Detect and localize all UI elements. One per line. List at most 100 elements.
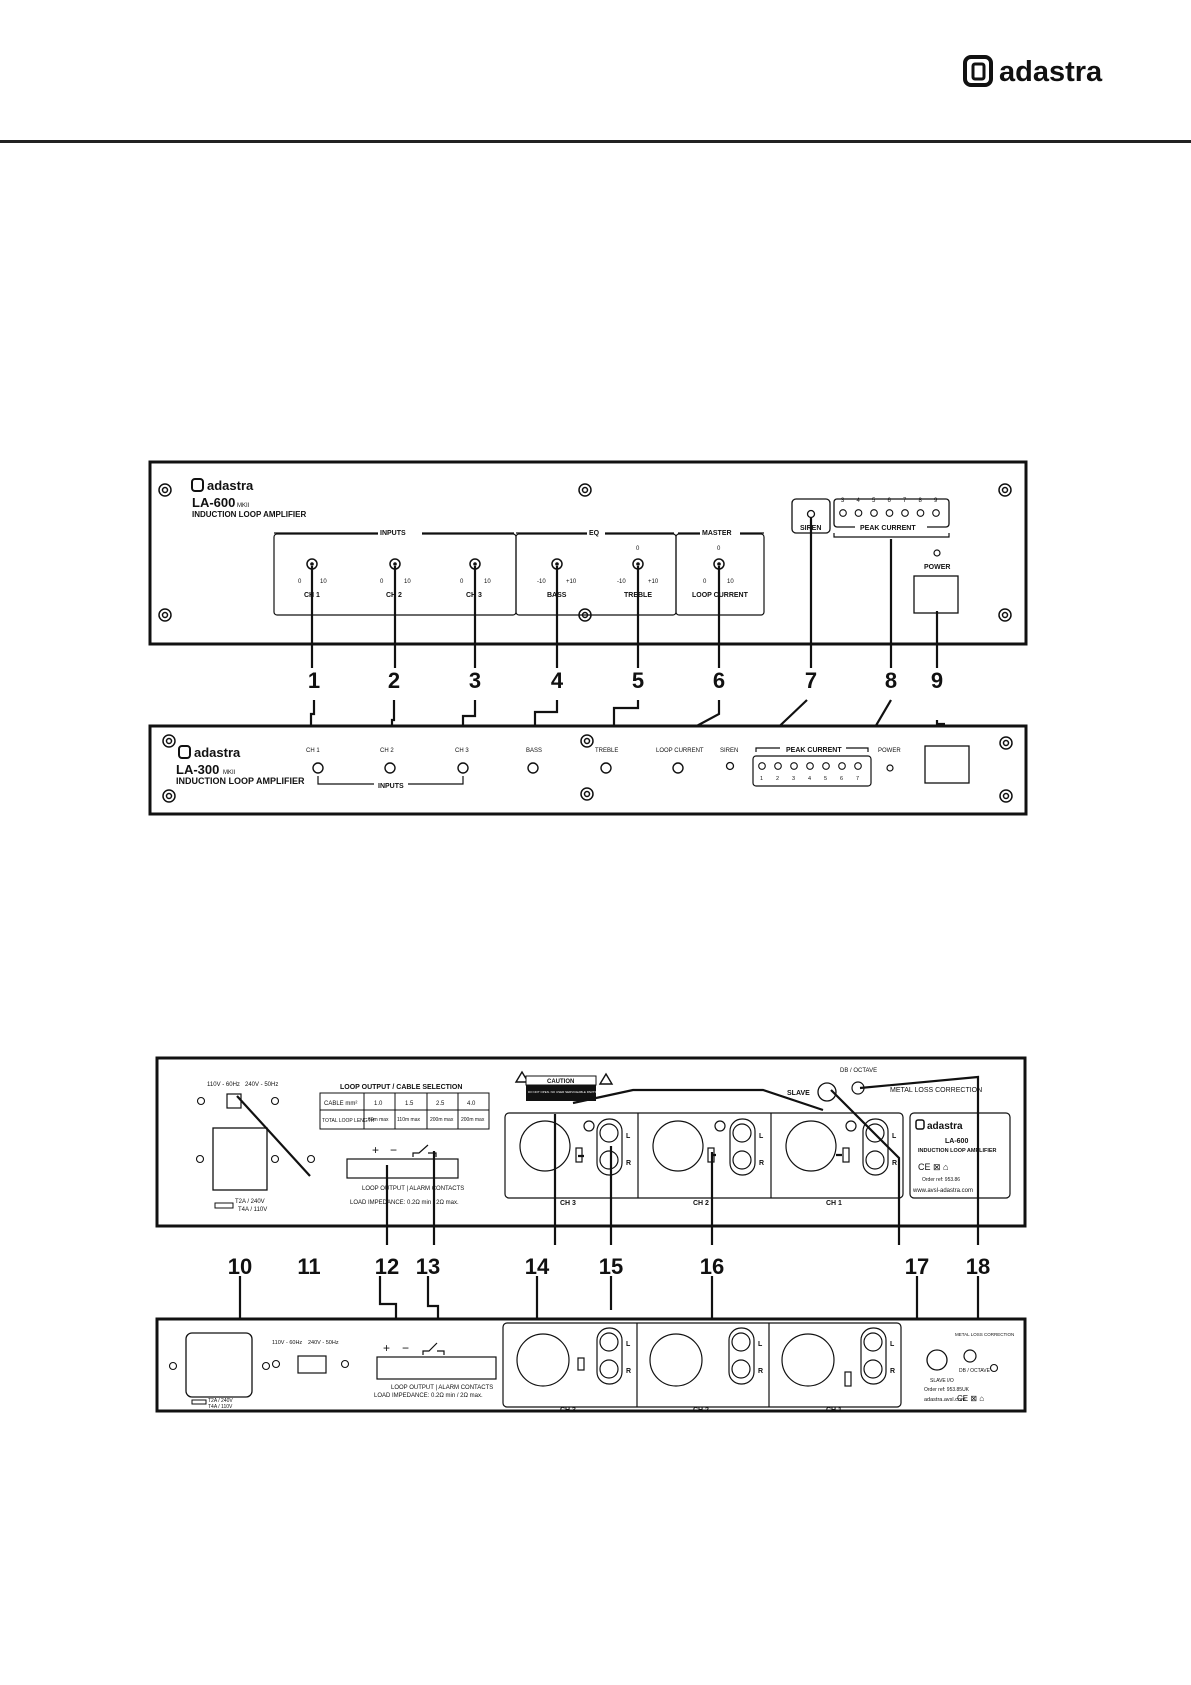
svg-text:www.avsl-adastra.com: www.avsl-adastra.com xyxy=(912,1188,973,1194)
callout-number: 10 xyxy=(228,1254,252,1279)
svg-text:10: 10 xyxy=(727,579,734,585)
svg-text:LOOP CURRENT: LOOP CURRENT xyxy=(656,748,704,754)
peak-current-label: PEAK CURRENT xyxy=(786,747,842,754)
svg-text:0: 0 xyxy=(636,546,640,552)
peak-scale-label: 9 xyxy=(934,498,938,504)
brand-name: adastra xyxy=(999,56,1103,88)
callout-number: 2 xyxy=(388,668,400,693)
svg-text:10: 10 xyxy=(320,579,327,585)
header-rule xyxy=(0,140,1191,143)
svg-text:110V - 60Hz: 110V - 60Hz xyxy=(207,1082,240,1088)
svg-text:L: L xyxy=(890,1341,895,1348)
voltage-selector[interactable] xyxy=(297,1355,327,1374)
svg-text:0: 0 xyxy=(717,546,721,552)
svg-text:SLAVE: SLAVE xyxy=(787,1090,810,1097)
slave-socket[interactable] xyxy=(926,1349,948,1371)
svg-text:LOAD IMPEDANCE: 0.2Ω min / 2Ω: LOAD IMPEDANCE: 0.2Ω min / 2Ω max. xyxy=(350,1200,459,1206)
svg-text:1.0: 1.0 xyxy=(374,1101,383,1107)
svg-text:LOOP OUTPUT | ALARM CONTACTS: LOOP OUTPUT | ALARM CONTACTS xyxy=(391,1385,493,1391)
rack-screw-icon xyxy=(195,1096,316,1164)
peak-led xyxy=(870,509,878,517)
peak-current-label: PEAK CURRENT xyxy=(860,525,916,532)
svg-text:2.5: 2.5 xyxy=(436,1101,445,1107)
brand-mark-icon xyxy=(963,55,993,87)
callout-number: 12 xyxy=(375,1254,399,1279)
svg-text:R: R xyxy=(759,1160,764,1167)
svg-text:DB / OCTAVE: DB / OCTAVE xyxy=(840,1068,877,1074)
svg-text:INDUCTION LOOP AMPLIFIER: INDUCTION LOOP AMPLIFIER xyxy=(918,1148,997,1154)
peak-scale-label: 6 xyxy=(888,498,892,504)
peak-scale-label: 7 xyxy=(856,776,859,782)
loop-output-terminals[interactable] xyxy=(346,1158,459,1179)
svg-text:LA-600: LA-600 xyxy=(945,1138,968,1145)
metal-loss-rotary[interactable] xyxy=(963,1349,977,1363)
siren-button[interactable] xyxy=(725,761,735,771)
callout-number: 11 xyxy=(297,1254,320,1279)
svg-text:CABLE mm²: CABLE mm² xyxy=(324,1101,357,1107)
certification-marks: CE ⊠ ⌂ xyxy=(957,1394,984,1403)
callout-number: 4 xyxy=(551,668,564,693)
brand-mark-icon xyxy=(915,1119,925,1130)
power-led xyxy=(886,764,894,772)
peak-scale-label: 2 xyxy=(776,776,779,782)
peak-scale-label: 3 xyxy=(792,776,795,782)
peak-scale-label: 8 xyxy=(919,498,923,504)
svg-text:T4A / 110V: T4A / 110V xyxy=(208,1404,233,1410)
la600-front-panel: adastra LA-600 MKII INDUCTION LOOP AMPLI… xyxy=(148,460,1028,646)
callout-number: 16 xyxy=(700,1254,724,1279)
peak-scale-label: 7 xyxy=(903,498,907,504)
rack-screw-icon xyxy=(162,734,1013,803)
svg-text:10: 10 xyxy=(404,579,411,585)
section-master: MASTER xyxy=(702,530,732,537)
peak-scale-label: 4 xyxy=(808,776,811,782)
peak-scale-label: 4 xyxy=(857,498,861,504)
warning-triangle-icon xyxy=(514,1070,530,1083)
brand-mark-icon xyxy=(178,745,191,759)
power-inlet[interactable] xyxy=(212,1127,268,1191)
svg-text:CH 1: CH 1 xyxy=(826,1407,842,1414)
svg-text:CH 2: CH 2 xyxy=(693,1407,709,1414)
peak-led xyxy=(839,509,847,517)
svg-text:−: − xyxy=(390,1143,397,1157)
svg-text:CH 1: CH 1 xyxy=(306,748,320,754)
svg-text:TREBLE: TREBLE xyxy=(595,748,618,754)
callout-number: 6 xyxy=(713,668,725,693)
svg-text:0: 0 xyxy=(703,579,707,585)
brand-logo: adastra xyxy=(963,54,1133,88)
la300-rear-panel: T2A / 240V T4A / 110V 110V - 60Hz 240V -… xyxy=(155,1317,1027,1414)
svg-text:Order ref: 953.85UK: Order ref: 953.85UK xyxy=(924,1387,970,1393)
svg-text:T2A / 240V: T2A / 240V xyxy=(235,1199,265,1205)
svg-text:METAL LOSS CORRECTION: METAL LOSS CORRECTION xyxy=(955,1332,1014,1337)
loop-output-terminals[interactable] xyxy=(376,1356,497,1380)
alarm-contact-icon xyxy=(412,1144,437,1157)
slave-socket[interactable] xyxy=(817,1082,837,1102)
svg-text:4.0: 4.0 xyxy=(467,1101,476,1107)
callout-number: 13 xyxy=(416,1254,440,1279)
power-switch[interactable] xyxy=(924,745,970,784)
channel-connectors xyxy=(504,1112,904,1199)
peak-led xyxy=(774,762,782,770)
svg-text:T4A / 110V: T4A / 110V xyxy=(238,1207,267,1213)
svg-text:200m max: 200m max xyxy=(430,1117,454,1123)
svg-text:DB / OCTAVE: DB / OCTAVE xyxy=(959,1368,991,1374)
knob-loop-current-label: LOOP CURRENT xyxy=(692,592,749,599)
power-switch[interactable] xyxy=(913,575,959,614)
svg-text:60m max: 60m max xyxy=(368,1117,389,1123)
svg-text:adastra.avsl.com: adastra.avsl.com xyxy=(924,1397,966,1403)
svg-text:240V - 50Hz: 240V - 50Hz xyxy=(308,1340,339,1346)
svg-text:DO NOT OPEN. NO USER SERVICEAB: DO NOT OPEN. NO USER SERVICEABLE PARTS I… xyxy=(528,1090,648,1094)
callout-number: 18 xyxy=(966,1254,990,1279)
la600-model: LA-600 xyxy=(192,495,235,510)
knob-icon[interactable] xyxy=(312,762,684,774)
svg-text:240V - 50Hz: 240V - 50Hz xyxy=(245,1082,278,1088)
svg-text:LOOP OUTPUT | ALARM CONTACTS: LOOP OUTPUT | ALARM CONTACTS xyxy=(362,1186,464,1192)
power-inlet[interactable] xyxy=(185,1332,253,1398)
la300-subtitle: INDUCTION LOOP AMPLIFIER xyxy=(176,776,305,786)
peak-scale-label: 3 xyxy=(841,498,845,504)
svg-text:L: L xyxy=(626,1341,631,1348)
peak-led xyxy=(838,762,846,770)
la300-inputs-label: INPUTS xyxy=(378,783,404,790)
